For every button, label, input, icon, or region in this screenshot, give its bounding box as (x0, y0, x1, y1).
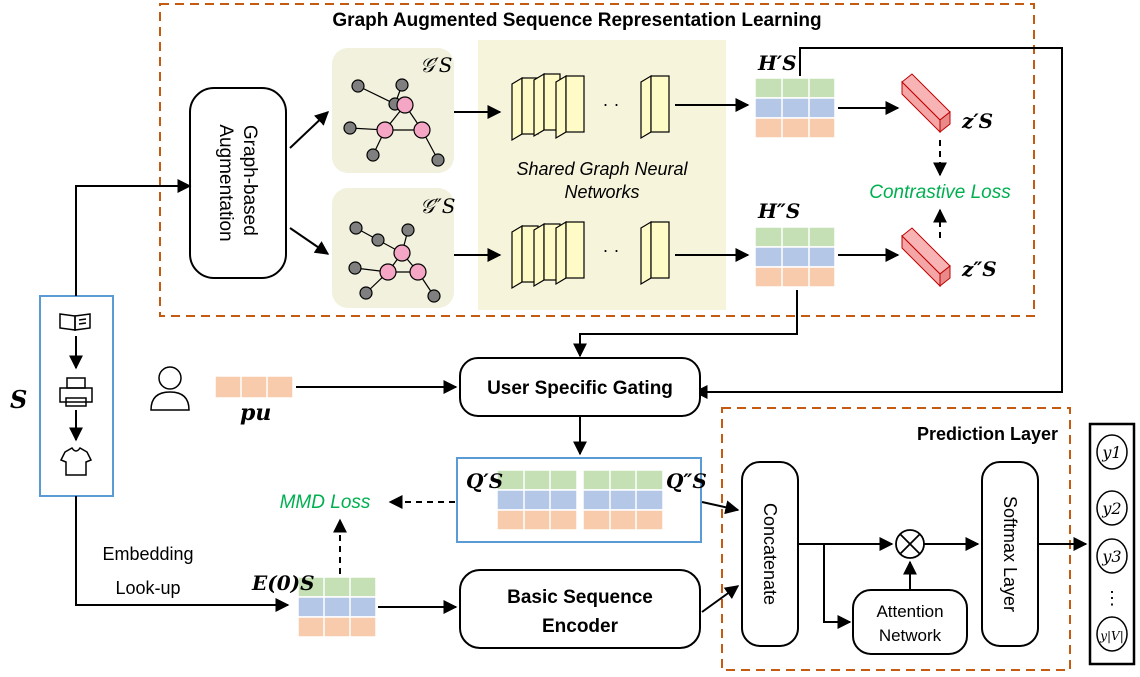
h2-matrix (754, 226, 836, 288)
q2-label: Q″S (666, 469, 707, 493)
q1-matrix (496, 469, 578, 531)
h2-label: H″S (757, 199, 800, 223)
graph-augmented-block (159, 3, 1035, 317)
z2-vector (901, 227, 951, 288)
gnn-label-line1: Shared Graph Neural (516, 159, 688, 179)
gnn-stack-2 (511, 220, 670, 290)
sequence-label: S (10, 385, 27, 414)
output-label: y3 (1101, 547, 1121, 566)
output-node (1096, 490, 1128, 526)
mmd-loss-label: MMD Loss (280, 492, 371, 513)
graph-augmented-title: Graph Augmented Sequence Representation … (332, 10, 821, 31)
prediction-layer-block (721, 407, 1071, 671)
graph-view-1 (343, 78, 445, 167)
user-vector-label: pu (240, 400, 271, 426)
gnn-stack-1-ellipsis: · · (603, 94, 620, 114)
embedding-label-line2: Look-up (115, 578, 180, 598)
output-node (1096, 434, 1128, 470)
user-vector (214, 375, 294, 399)
user-gating-label: User Specific Gating (487, 378, 673, 399)
h1-matrix (754, 77, 836, 139)
concatenate-label: Concatenate (760, 503, 780, 605)
graph-view-2-label: 𝒢″S (420, 194, 455, 218)
tshirt-icon (59, 447, 93, 476)
sequence-encoder-box (459, 569, 701, 649)
encoder-label-line2: Encoder (542, 616, 619, 637)
encoder-label-line1: Basic Sequence (507, 587, 653, 608)
output-label: y|V| (1099, 629, 1124, 643)
book-icon (59, 313, 91, 331)
prediction-layer-title: Prediction Layer (917, 424, 1058, 444)
gnn-stack-1 (511, 72, 670, 142)
z2-label: z″S (961, 257, 997, 281)
gnn-stack-2-ellipsis: · · (603, 240, 620, 260)
q2-matrix (582, 469, 664, 531)
output-list: y1 y2 y3 y|V| (1096, 434, 1128, 652)
embedding-label-line1: Embedding (102, 544, 193, 564)
prediction-arrows (701, 500, 1088, 629)
contrastive-loss-label: Contrastive Loss (869, 182, 1011, 203)
output-ellipsis: ⋮ (1103, 588, 1121, 608)
concatenate-box (741, 461, 799, 647)
attention-label-line1: Attention (876, 602, 943, 621)
z1-label: z′S (961, 109, 993, 133)
graph-view-1-label: 𝒢′S (420, 53, 452, 77)
top-block-arrows (289, 47, 1063, 399)
printer-icon (59, 377, 93, 407)
gnn-label-line2: Networks (564, 182, 639, 202)
graph-augmentation-box (189, 87, 287, 279)
graph-augmentation-label: Graph-based Augmentation (215, 124, 260, 241)
softmax-label: Softmax Layer (1000, 496, 1020, 612)
attention-label-line2: Network (879, 626, 942, 645)
user-icon (150, 366, 190, 411)
sequence-box (39, 295, 114, 497)
output-node (1096, 616, 1128, 652)
softmax-box (981, 461, 1039, 647)
q1-label: Q′S (466, 469, 503, 493)
sequence-arrows (69, 179, 290, 612)
z1-vector (901, 73, 951, 134)
e0-label: E(0)S (251, 571, 315, 595)
output-label: y1 (1101, 443, 1121, 462)
graph-view-2 (348, 221, 441, 303)
output-label: y2 (1101, 499, 1121, 518)
e0-matrix (297, 576, 377, 638)
h1-label: H′S (757, 51, 797, 75)
graph-view-1-panel (332, 48, 454, 173)
multiply-symbol (899, 533, 921, 555)
output-node (1096, 538, 1128, 574)
